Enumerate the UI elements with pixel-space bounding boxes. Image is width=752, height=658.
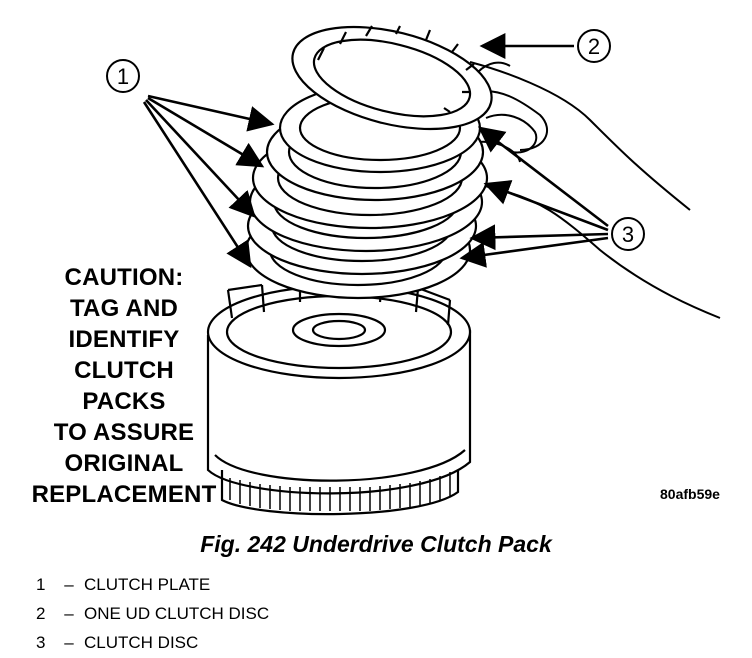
ud-clutch-disc — [291, 25, 493, 131]
callout-1-number: 1 — [117, 64, 129, 89]
callout-1: 1 — [106, 59, 275, 269]
reference-code: 80afb59e — [660, 486, 720, 502]
caution-line: TAG AND — [69, 295, 179, 322]
figure-caption: Fig. 242 Underdrive Clutch Pack — [200, 531, 552, 557]
legend: 1 – CLUTCH PLATE 2 – ONE UD CLUTCH DISC … — [36, 570, 269, 657]
legend-item: 1 – CLUTCH PLATE — [36, 570, 269, 599]
legend-label: CLUTCH PLATE — [84, 575, 211, 594]
legend-dash: – — [64, 604, 74, 623]
legend-label: ONE UD CLUTCH DISC — [84, 604, 270, 623]
caution-note: CAUTION: TAG AND IDENTIFY CLUTCH PACKS T… — [18, 262, 230, 510]
legend-number: 3 — [36, 633, 46, 652]
legend-label: CLUTCH DISC — [84, 633, 199, 652]
callout-3: 3 — [459, 126, 645, 268]
legend-number: 2 — [36, 604, 46, 623]
clutch-stack — [244, 82, 489, 300]
legend-item: 2 – ONE UD CLUTCH DISC — [36, 599, 269, 628]
caution-line: CLUTCH — [74, 357, 174, 384]
legend-dash: – — [64, 633, 74, 652]
legend-number: 1 — [36, 575, 46, 594]
caution-line: TO ASSURE — [53, 419, 195, 446]
legend-item: 3 – CLUTCH DISC — [36, 628, 269, 657]
caution-line: IDENTIFY — [68, 326, 180, 353]
clutch-pack-illustration: 1 2 3 — [106, 25, 721, 516]
callout-2-number: 2 — [588, 34, 600, 59]
caution-line: CAUTION: — [64, 264, 184, 291]
callout-3-number: 3 — [622, 222, 634, 247]
caution-line: PACKS — [82, 388, 166, 415]
caution-line: ORIGINAL — [64, 450, 184, 477]
drum-splines — [229, 472, 451, 511]
callout-2: 2 — [479, 29, 611, 63]
caution-line: REPLACEMENT — [31, 481, 217, 508]
legend-dash: – — [64, 575, 74, 594]
